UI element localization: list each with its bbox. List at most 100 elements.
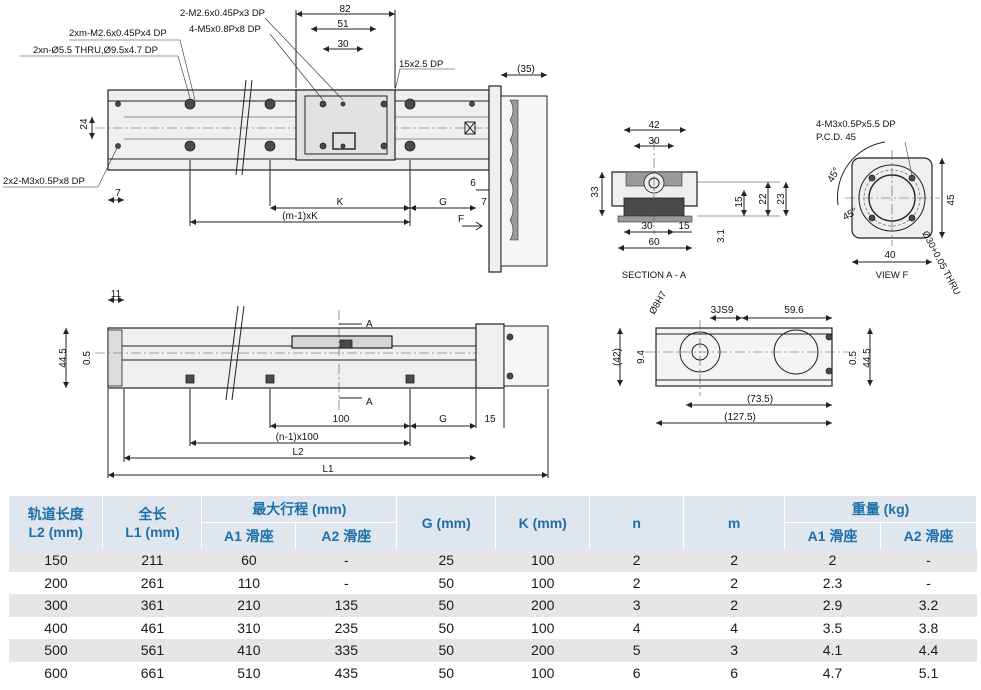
cell: 4.1 (784, 639, 881, 662)
sec-dim-15-v: 15 (734, 196, 745, 208)
mounting-holes (115, 98, 475, 152)
cell: 3.5 (784, 616, 881, 639)
cell: 561 (102, 639, 202, 662)
header-n: n (589, 496, 685, 549)
cell: 2 (784, 549, 881, 572)
top-view: 82 51 30 (35) 24 7 6 K G 7 (m-1)xK F 2-M… (3, 4, 548, 273)
header-stroke-a2: A2 滑座 (295, 522, 398, 549)
header-m: m (683, 496, 786, 549)
section-a-a-caption: SECTION A - A (622, 270, 687, 281)
view-f-callout-m3: 4-M3x0.5Px5.5 DP (816, 119, 896, 130)
view-f-angle-1: 45° (826, 166, 843, 185)
cell: 2 (683, 571, 785, 594)
front-dim-100: 100 (333, 414, 350, 425)
cell: 335 (295, 639, 397, 662)
end-dim-127-5: (127.5) (724, 412, 756, 423)
front-view: A A 11 44.5 0.5 100 G 15 (n-1)x100 L2 L1 (58, 289, 549, 478)
cell: 300 (9, 594, 103, 617)
header-rail-length-unit: L2 (mm) (28, 523, 83, 540)
cell: 600 (9, 661, 103, 684)
dim-82: 82 (339, 4, 351, 15)
end-dim-42: (42) (612, 348, 623, 366)
callout-m3x8: 2x2-M3x0.5Px8 DP (3, 176, 85, 187)
technical-drawing: 82 51 30 (35) 24 7 6 K G 7 (m-1)xK F 2-M… (3, 4, 962, 478)
view-f-bore: Ø30+0.05 THRU (919, 229, 962, 297)
view-f: 45° 45° 45 40 Ø30+0.05 THRU 4-M3x0.5Px5.… (816, 119, 962, 297)
cell: 4 (683, 616, 785, 639)
header-weight-a1: A1 滑座 (784, 522, 881, 549)
header-k: K (mm) (495, 496, 591, 549)
cell: 5.1 (880, 661, 977, 684)
cell: 3 (589, 594, 684, 617)
cell: - (880, 571, 977, 594)
dim-35: (35) (517, 64, 535, 75)
spec-table: 轨道长度 L2 (mm) 全长 L1 (mm) 最大行程 (mm) G (mm)… (9, 496, 977, 684)
cell: 50 (396, 661, 496, 684)
sec-dim-33: 33 (590, 186, 601, 198)
header-g: G (mm) (396, 496, 497, 549)
cell: 2 (589, 571, 684, 594)
front-dim-L1: L1 (322, 464, 334, 475)
header-rail-length: 轨道长度 L2 (mm) (9, 496, 104, 549)
dim-30: 30 (337, 39, 349, 50)
end-dim-3js9: 3JS9 (711, 305, 734, 316)
front-dim-11: 11 (111, 289, 122, 300)
front-dim-n-100: (n-1)x100 (276, 432, 319, 443)
cell: - (295, 549, 397, 572)
cell: 25 (396, 549, 496, 572)
cell: 400 (9, 616, 103, 639)
dim-m-k: (m-1)xK (282, 211, 318, 222)
end-dim-59-6: 59.6 (784, 305, 804, 316)
cell: 6 (589, 661, 684, 684)
dim-7-right: 7 (481, 197, 487, 208)
end-view: 3JS9 59.6 Ø8H7 (42) 9.4 0.5 44.5 (73.5) … (612, 289, 873, 426)
section-mark-top: A (366, 319, 373, 330)
sec-dim-60: 60 (648, 237, 660, 248)
cell: 2 (683, 549, 785, 572)
header-rail-length-label: 轨道长度 (27, 505, 84, 522)
view-f-caption: VIEW F (876, 270, 909, 281)
cell: 410 (201, 639, 296, 662)
end-dim-8h7: Ø8H7 (647, 289, 669, 316)
cell: - (295, 571, 397, 594)
section-mark-bottom: A (366, 397, 373, 408)
end-dim-44-5: 44.5 (862, 348, 873, 368)
cell: 461 (102, 616, 202, 639)
section-a-a: 42 30 33 22 23 15 30 15 60 3.1 SECTION A… (590, 120, 789, 281)
cell: 2.9 (784, 594, 881, 617)
cell: 50 (396, 639, 496, 662)
front-dim-15: 15 (484, 414, 496, 425)
end-dim-9-4: 9.4 (636, 350, 647, 364)
front-dim-44-5: 44.5 (58, 348, 69, 368)
dim-G: G (439, 197, 447, 208)
sec-dim-15-h: 15 (678, 221, 690, 232)
header-max-stroke: 最大行程 (mm) (201, 496, 398, 523)
cell: 60 (201, 549, 296, 572)
header-total-length: 全长 L1 (mm) (102, 496, 203, 549)
dim-6: 6 (470, 178, 476, 189)
dim-51: 51 (337, 19, 349, 30)
cell: 100 (495, 661, 590, 684)
cell: 310 (201, 616, 296, 639)
sec-dim-3-1: 3.1 (716, 229, 727, 243)
cell: 200 (495, 639, 590, 662)
cell: 3.2 (880, 594, 977, 617)
callout-thru: 2xn-Ø5.5 THRU,Ø9.5x4.7 DP (33, 45, 158, 56)
front-dim-L2: L2 (292, 447, 304, 458)
callout-m26x3: 2-M2.6x0.45Px3 DP (180, 8, 265, 19)
cell: 211 (102, 549, 202, 572)
sec-dim-42: 42 (648, 120, 660, 131)
cell: 110 (201, 571, 296, 594)
cell: 261 (102, 571, 202, 594)
cell: 100 (495, 571, 590, 594)
front-dim-G: G (439, 414, 447, 425)
callout-m26x4: 2xm-M2.6x0.45Px4 DP (69, 28, 167, 39)
cell: 100 (495, 616, 590, 639)
sec-dim-30-top: 30 (648, 136, 660, 147)
cell: - (880, 549, 977, 572)
header-total-length-label: 全长 (138, 505, 167, 522)
cell: 510 (201, 661, 296, 684)
